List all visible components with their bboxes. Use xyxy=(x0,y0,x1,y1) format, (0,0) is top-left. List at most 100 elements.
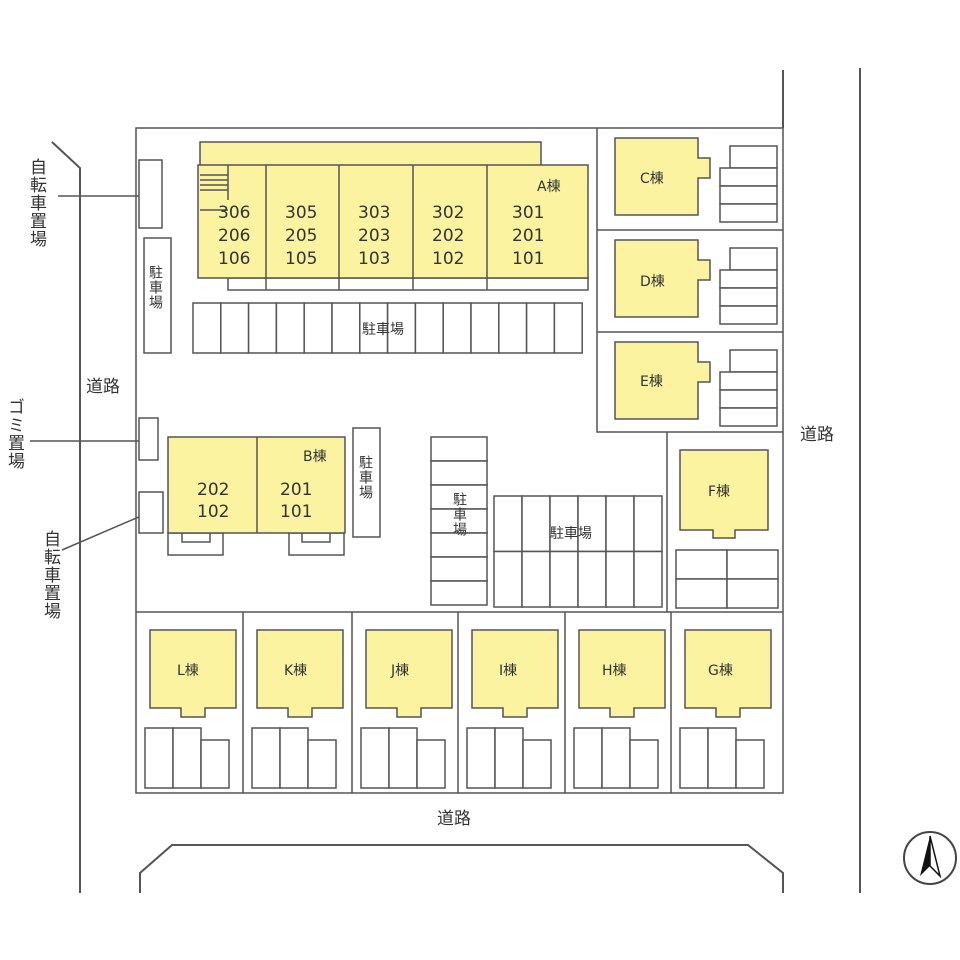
bicycle-rack-bottom xyxy=(138,491,164,534)
parking-stall xyxy=(386,302,417,354)
parking-stall xyxy=(629,739,659,789)
road-label-bottom: 道路 xyxy=(437,809,471,829)
parking-stall xyxy=(388,727,418,789)
parking-left xyxy=(143,237,172,354)
unit-label: 106 xyxy=(218,249,250,269)
parking-stall xyxy=(414,302,444,354)
parking-label: 駐車場 xyxy=(357,455,373,500)
building-c xyxy=(614,137,711,216)
bicycle-parking-label: 自転車置場 xyxy=(40,530,60,620)
road-bottom-line xyxy=(139,844,784,893)
road-left-line xyxy=(51,141,81,893)
building-k-label: K棟 xyxy=(284,663,307,679)
building-f xyxy=(679,449,769,539)
parking-stall xyxy=(675,549,728,580)
parking-stall xyxy=(719,167,778,187)
parking-b-side xyxy=(352,427,381,538)
parking-stall xyxy=(605,550,635,608)
parking-stall xyxy=(251,727,281,789)
parking-stall xyxy=(275,302,305,354)
building-l-label: L棟 xyxy=(177,663,199,679)
parking-stall xyxy=(719,389,778,409)
building xyxy=(365,629,453,718)
parking-stall xyxy=(719,269,778,289)
parking-stall xyxy=(430,436,488,462)
building-a-dividers xyxy=(200,165,488,290)
unit-label: 101 xyxy=(512,249,544,269)
parking-stall xyxy=(521,495,551,553)
step xyxy=(301,532,331,543)
unit-label: 102 xyxy=(432,249,464,269)
parking-stall xyxy=(430,556,488,582)
parking-stall xyxy=(719,203,778,223)
parking-label: 駐車場 xyxy=(550,525,592,542)
unit-label: 203 xyxy=(358,226,390,246)
building-g-label: G棟 xyxy=(708,663,733,679)
lot-divisions xyxy=(136,128,783,613)
unit-label: 206 xyxy=(218,226,250,246)
unit-label: 101 xyxy=(280,502,312,522)
unit-label: 103 xyxy=(358,249,390,269)
parking-stall xyxy=(553,302,583,354)
parking-stall xyxy=(430,460,488,486)
parking-stall xyxy=(200,739,230,789)
parking-stall xyxy=(577,550,607,608)
north-arrow-icon xyxy=(903,831,957,885)
unit-label: 305 xyxy=(285,203,317,223)
building-j-label: J棟 xyxy=(390,663,409,679)
parking-stall xyxy=(549,550,579,608)
parking-stall xyxy=(577,495,607,553)
parking-stall xyxy=(359,302,389,354)
building xyxy=(149,629,237,718)
parking-stall xyxy=(729,145,778,169)
unit-label: 201 xyxy=(280,480,312,500)
building-h-label: H棟 xyxy=(602,663,627,679)
parking-label: 駐車場 xyxy=(147,265,163,310)
parking-stall xyxy=(525,302,556,354)
parking-stall xyxy=(416,739,446,789)
bicycle-rack-top xyxy=(138,159,163,229)
parking-stall xyxy=(719,185,778,205)
parking-stall xyxy=(430,580,488,606)
step xyxy=(181,532,211,543)
parking-stall xyxy=(442,302,472,354)
road-label-left: 道路 xyxy=(86,377,120,397)
parking-stall xyxy=(247,302,278,354)
parking-stall xyxy=(719,371,778,391)
parking-stall xyxy=(726,549,779,580)
road-label-right: 道路 xyxy=(800,425,834,445)
parking-stall xyxy=(220,302,250,354)
parking-stall xyxy=(601,727,631,789)
unit-label: 205 xyxy=(285,226,317,246)
parking-stall xyxy=(279,727,309,789)
parking-stall xyxy=(192,302,222,354)
parking-stall xyxy=(549,495,579,553)
parking-stall xyxy=(719,407,778,427)
building-i-label: I棟 xyxy=(499,663,517,679)
parking-stall xyxy=(735,739,765,789)
parking-stall xyxy=(307,739,337,789)
building-a-label: A棟 xyxy=(537,179,561,195)
unit-label: 301 xyxy=(512,203,544,223)
parking-stall xyxy=(719,305,778,325)
parking-stall xyxy=(494,727,524,789)
building xyxy=(578,629,666,718)
parking-stall xyxy=(729,247,778,271)
unit-label: 302 xyxy=(432,203,464,223)
parking-stall xyxy=(719,287,778,307)
building xyxy=(471,629,559,718)
unit-label: 102 xyxy=(197,502,229,522)
parking-stall xyxy=(493,495,523,553)
parking-stall xyxy=(360,727,390,789)
parking-stall xyxy=(573,727,603,789)
parking-label: 駐車場 xyxy=(451,492,467,537)
parking-stall xyxy=(729,349,778,373)
parking-stall xyxy=(675,578,728,609)
unit-label: 303 xyxy=(358,203,390,223)
parking-stall xyxy=(498,302,528,354)
parking-stall xyxy=(470,302,500,354)
building-b-label: B棟 xyxy=(303,449,327,465)
parking-stall xyxy=(707,727,737,789)
